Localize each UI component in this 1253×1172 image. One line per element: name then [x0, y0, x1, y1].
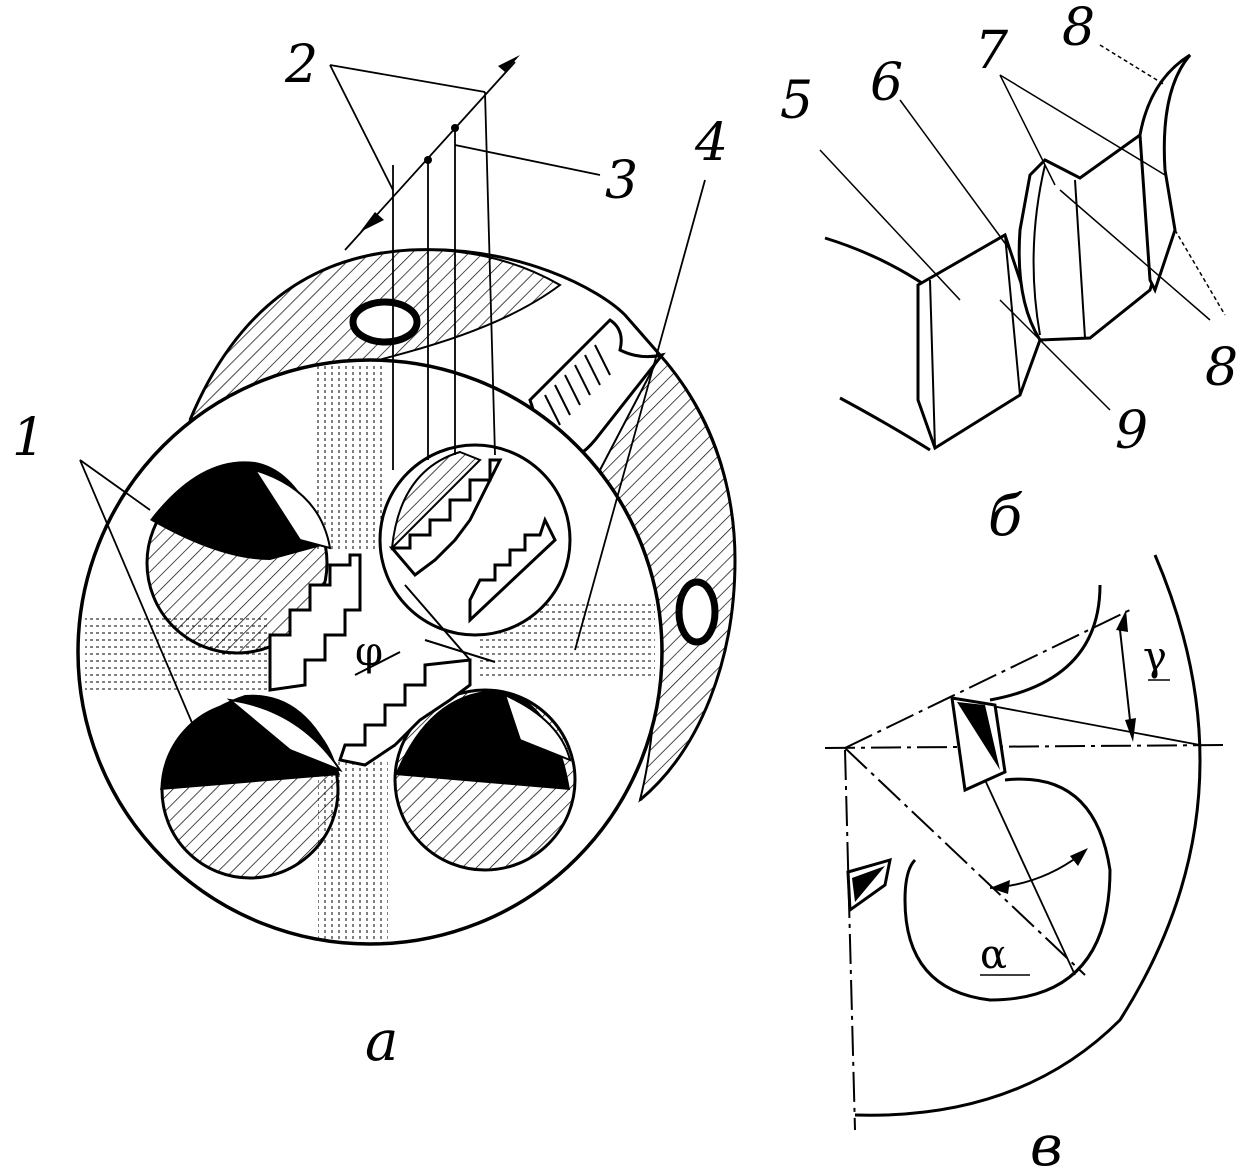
profile-upper-curve [824, 236, 926, 287]
callout-5: 5 [780, 71, 813, 131]
thread-teeth-lower [338, 658, 472, 767]
caption-b: б [988, 484, 1023, 549]
chip-hole-bottom-right [393, 688, 577, 872]
phi-underline [354, 651, 401, 676]
callout-8-top: 8 [1062, 0, 1095, 58]
callout-2: 2 [284, 35, 318, 95]
gamma-arrow [1119, 629, 1131, 721]
outer-arc [854, 554, 1202, 1117]
chip-hole-bottom-left [160, 694, 343, 880]
callout-4: 4 [694, 113, 728, 173]
tooth-third [1138, 53, 1192, 294]
clearance-ref-line [844, 747, 1086, 976]
alpha-label: α [980, 932, 1007, 978]
callout-1: 1 [12, 408, 45, 468]
view-v-cutting-angles: γ α в [824, 554, 1226, 1172]
profile-lower-curve [839, 396, 931, 452]
caption-v: в [1030, 1114, 1063, 1172]
thread-teeth-right [468, 516, 557, 624]
phi-arrow-line [424, 639, 496, 663]
rake-ref-line [844, 609, 1131, 749]
view-b-thread-profile: 5 6 7 8 8 9 б [780, 0, 1238, 549]
gamma-label: γ [1143, 634, 1167, 680]
chip-hole-top-left [145, 461, 332, 655]
leader-lines-a [79, 64, 706, 766]
callout-3: 3 [605, 151, 638, 211]
cutting-tooth [950, 696, 1007, 793]
view-a-die: φ 1 2 3 4 а [12, 35, 737, 1074]
callout-7: 7 [975, 21, 1009, 81]
thread-teeth-lower-left [268, 553, 362, 692]
callout-8-bottom: 8 [1205, 338, 1238, 398]
phi-label: φ [355, 629, 383, 675]
chip-flute-circle [903, 777, 1112, 1002]
upper-tooth-curve [989, 584, 1102, 702]
left-axis [844, 749, 856, 1131]
thread-teeth-upper-right [388, 458, 503, 578]
top-mounting-hole [349, 298, 421, 346]
thread-pitch-projection [344, 55, 520, 470]
side-mounting-hole [675, 578, 719, 646]
chip-hole-top-right [378, 443, 572, 637]
leader-lines-b [819, 44, 1226, 411]
phi-leader [404, 584, 471, 661]
horizontal-axis [824, 744, 1226, 749]
radial-band-top [315, 365, 385, 550]
rim-slot-teeth [544, 344, 611, 426]
caption-a: а [365, 1009, 398, 1074]
callout-9: 9 [1115, 401, 1148, 461]
callout-6: 6 [870, 53, 903, 113]
